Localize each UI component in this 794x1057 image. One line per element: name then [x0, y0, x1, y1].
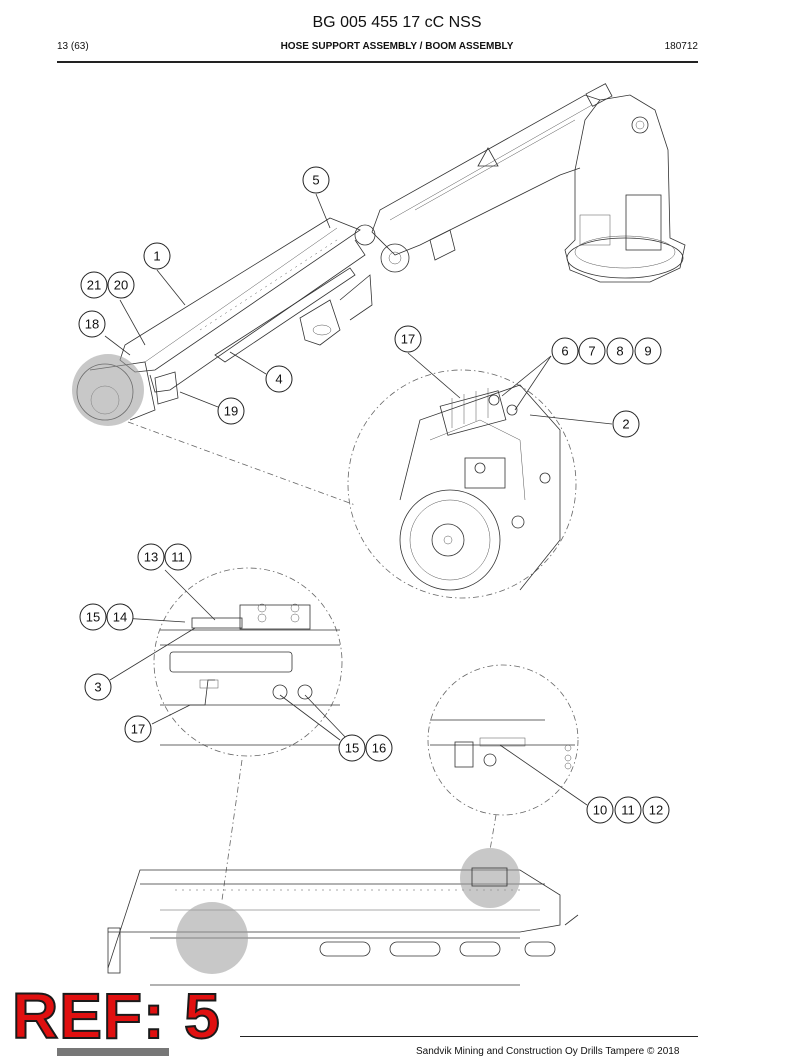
boom-assembly-drawing: [72, 83, 686, 426]
svg-text:16: 16: [372, 741, 386, 756]
svg-text:7: 7: [588, 344, 595, 359]
callout-9: 9: [634, 337, 662, 365]
boom-side-view: [107, 848, 579, 986]
callout-8: 8: [606, 337, 634, 365]
svg-text:13: 13: [144, 550, 158, 565]
callout-7: 7: [578, 337, 606, 365]
detail-view-mount: [153, 567, 343, 757]
callout-18: 18: [78, 310, 106, 338]
svg-text:11: 11: [171, 550, 185, 565]
date-code: 180712: [664, 41, 698, 52]
detail-view-tip: [347, 369, 577, 599]
callout-4: 4: [265, 365, 293, 393]
footer-rule: [240, 1036, 698, 1037]
svg-text:6: 6: [561, 344, 568, 359]
svg-text:20: 20: [114, 278, 128, 293]
callout-12: 12: [642, 796, 670, 824]
callout-11-right: 11: [614, 796, 642, 824]
svg-text:21: 21: [87, 278, 101, 293]
page-number: 13 (63): [57, 41, 89, 52]
callout-5: 5: [302, 166, 330, 194]
svg-text:17: 17: [401, 332, 415, 347]
svg-text:19: 19: [224, 404, 238, 419]
callout-2: 2: [612, 410, 640, 438]
svg-text:12: 12: [649, 803, 663, 818]
svg-text:14: 14: [113, 610, 127, 625]
callout-20: 20: [107, 271, 135, 299]
callout-13: 13: [137, 543, 165, 571]
svg-text:9: 9: [644, 344, 651, 359]
svg-text:17: 17: [131, 722, 145, 737]
svg-text:15: 15: [86, 610, 100, 625]
svg-text:10: 10: [593, 803, 607, 818]
callout-17-top: 17: [394, 325, 422, 353]
svg-text:15: 15: [345, 741, 359, 756]
callout-3: 3: [84, 673, 112, 701]
callout-11-mid: 11: [164, 543, 192, 571]
callout-6: 6: [551, 337, 579, 365]
callout-1: 1: [143, 242, 171, 270]
brand-logo-bar: [57, 1048, 169, 1056]
svg-text:5: 5: [312, 173, 319, 188]
callout-15-mid: 15: [79, 603, 107, 631]
svg-text:1: 1: [153, 249, 160, 264]
svg-text:18: 18: [85, 317, 99, 332]
svg-text:2: 2: [622, 417, 629, 432]
leader-lines: [104, 193, 613, 806]
document-id: BG 005 455 17 cC NSS: [312, 14, 482, 31]
callout-19: 19: [217, 397, 245, 425]
callout-14: 14: [106, 603, 134, 631]
svg-text:4: 4: [275, 372, 282, 387]
section-title: HOSE SUPPORT ASSEMBLY / BOOM ASSEMBLY: [280, 41, 514, 52]
callout-10: 10: [586, 796, 614, 824]
callout-16: 16: [365, 734, 393, 762]
callout-15-bottom: 15: [338, 734, 366, 762]
header-rule: [57, 61, 698, 63]
callout-17-mid: 17: [124, 715, 152, 743]
ref-overlay-label: REF: 5: [11, 980, 221, 1052]
svg-text:8: 8: [616, 344, 623, 359]
callout-21: 21: [80, 271, 108, 299]
svg-text:11: 11: [621, 803, 635, 818]
detail-view-clamp: [427, 664, 579, 816]
footer-copyright: Sandvik Mining and Construction Oy Drill…: [416, 1046, 680, 1057]
svg-text:3: 3: [94, 680, 101, 695]
